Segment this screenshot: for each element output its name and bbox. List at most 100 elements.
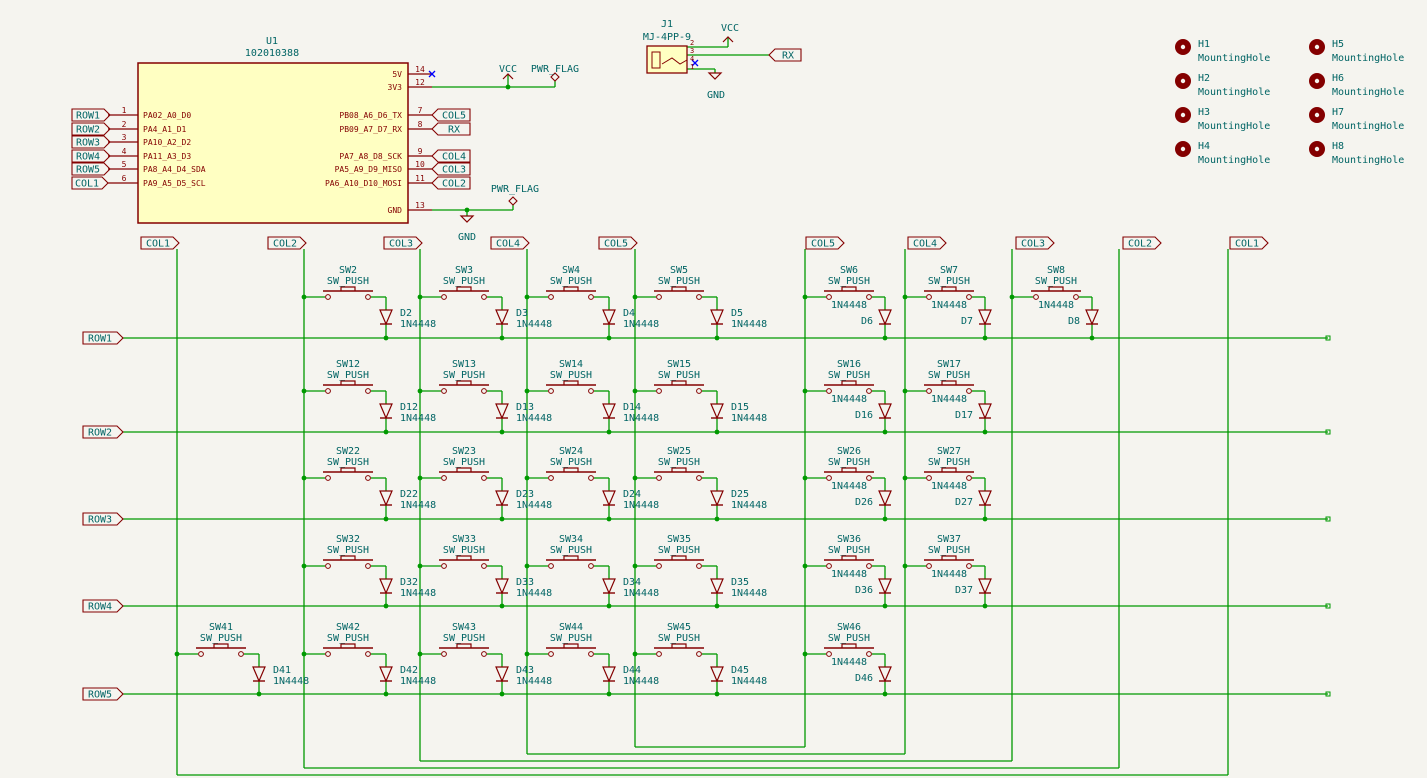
diode-body <box>978 309 992 326</box>
mcu-net-label-col3-shape <box>431 162 471 176</box>
mcu-value: 102010388 <box>245 48 299 59</box>
switch-value: SW_PUSH <box>550 457 592 468</box>
mcu-net-label-rx: RX <box>448 125 460 136</box>
switch-ref-sw35: SW35 <box>667 534 691 545</box>
switch-contact <box>365 294 371 300</box>
mounting-hole-value: MountingHole <box>1332 155 1404 166</box>
row-label-4-shape <box>82 687 124 701</box>
switch-ref-sw8: SW8 <box>1047 265 1065 276</box>
diode-ref-d3: D3 <box>516 308 528 319</box>
mcu-pin-num: 14 <box>415 65 425 74</box>
junction-dot <box>802 651 808 657</box>
mounting-hole-center <box>1180 112 1186 118</box>
switch-ref-sw15: SW15 <box>667 359 691 370</box>
switch-contact <box>481 563 487 569</box>
diode-ref-d26: D26 <box>855 497 873 508</box>
switch-contact <box>656 294 662 300</box>
diode-body <box>379 578 393 595</box>
mcu-net-label-col5-shape <box>431 108 471 122</box>
switch-contact <box>826 294 832 300</box>
junction-dot <box>802 294 808 300</box>
junction-dot <box>524 388 530 394</box>
jack-body <box>646 45 688 74</box>
switch-value: SW_PUSH <box>550 633 592 644</box>
switch-ref-sw34: SW34 <box>559 534 583 545</box>
mcu-pin-num: 9 <box>418 147 423 156</box>
vcc-label-1: VCC <box>499 64 517 75</box>
junction-dot <box>499 691 505 697</box>
diode-body <box>495 403 509 420</box>
diode-ref-d7: D7 <box>961 316 973 327</box>
junction-dot <box>383 335 389 341</box>
diode-body <box>602 309 616 326</box>
mcu-pin-name: 3V3 <box>388 83 403 92</box>
switch-value: SW_PUSH <box>443 545 485 556</box>
junction-dot <box>383 429 389 435</box>
junction-dot <box>464 207 470 213</box>
no-connect-mark <box>428 70 436 78</box>
jack-pin-num: 2 <box>690 39 694 47</box>
mcu-pin-name: PA02_A0_D0 <box>143 111 191 120</box>
col-label-8: COL2 <box>1128 239 1152 250</box>
junction-dot <box>301 563 307 569</box>
col-label-7: COL3 <box>1021 239 1045 250</box>
diode-value: 1N4448 <box>273 676 309 687</box>
switch-button <box>841 380 857 385</box>
diode-value: 1N4448 <box>731 588 767 599</box>
junction-dot <box>902 563 908 569</box>
jack-value: MJ-4PP-9 <box>643 32 691 43</box>
switch-button <box>340 555 356 560</box>
jack-inner <box>651 51 661 69</box>
mounting-hole-ref: H2 <box>1198 73 1210 84</box>
mcu-pin-name: PA7_A8_D8_SCK <box>339 152 402 161</box>
row-wire-end <box>1325 603 1331 609</box>
switch-contact <box>325 475 331 481</box>
switch-contact <box>926 388 932 394</box>
switch-contact <box>441 651 447 657</box>
junction-dot <box>982 335 988 341</box>
row-label-4: ROW5 <box>88 690 112 701</box>
junction-dot <box>714 691 720 697</box>
switch-button <box>941 380 957 385</box>
switch-value: SW_PUSH <box>658 545 700 556</box>
switch-button <box>563 467 579 472</box>
junction-dot <box>902 388 908 394</box>
jack-rx-label-shape <box>768 48 802 62</box>
junction-dot <box>632 388 638 394</box>
switch-value: SW_PUSH <box>200 633 242 644</box>
mcu-net-label-row5: ROW5 <box>76 165 100 176</box>
switch-button <box>671 555 687 560</box>
diode-ref-d16: D16 <box>855 410 873 421</box>
switch-button <box>941 286 957 291</box>
diode-ref-d8: D8 <box>1068 316 1080 327</box>
switch-contact <box>325 651 331 657</box>
diode-value: 1N4448 <box>831 394 867 405</box>
row-wire-end <box>1325 335 1331 341</box>
diode-ref-d43: D43 <box>516 665 534 676</box>
diode-value: 1N4448 <box>1038 300 1074 311</box>
junction-dot <box>802 475 808 481</box>
switch-button <box>456 380 472 385</box>
switch-button <box>671 643 687 648</box>
col-label-1-shape <box>267 236 307 250</box>
switch-button <box>563 643 579 648</box>
switch-value: SW_PUSH <box>928 457 970 468</box>
switch-contact <box>696 388 702 394</box>
switch-button <box>340 467 356 472</box>
mounting-hole-ref: H1 <box>1198 39 1210 50</box>
diode-value: 1N4448 <box>731 676 767 687</box>
diode-body <box>379 490 393 507</box>
switch-contact <box>441 475 447 481</box>
switch-contact <box>966 388 972 394</box>
mcu-net-label-col4: COL4 <box>442 152 466 163</box>
switch-contact <box>548 294 554 300</box>
switch-contact <box>656 563 662 569</box>
switch-value: SW_PUSH <box>443 633 485 644</box>
mcu-pin-num: 7 <box>418 106 423 115</box>
diode-value: 1N4448 <box>731 500 767 511</box>
switch-ref-sw14: SW14 <box>559 359 583 370</box>
junction-dot <box>882 603 888 609</box>
diode-value: 1N4448 <box>731 413 767 424</box>
switch-button <box>563 286 579 291</box>
